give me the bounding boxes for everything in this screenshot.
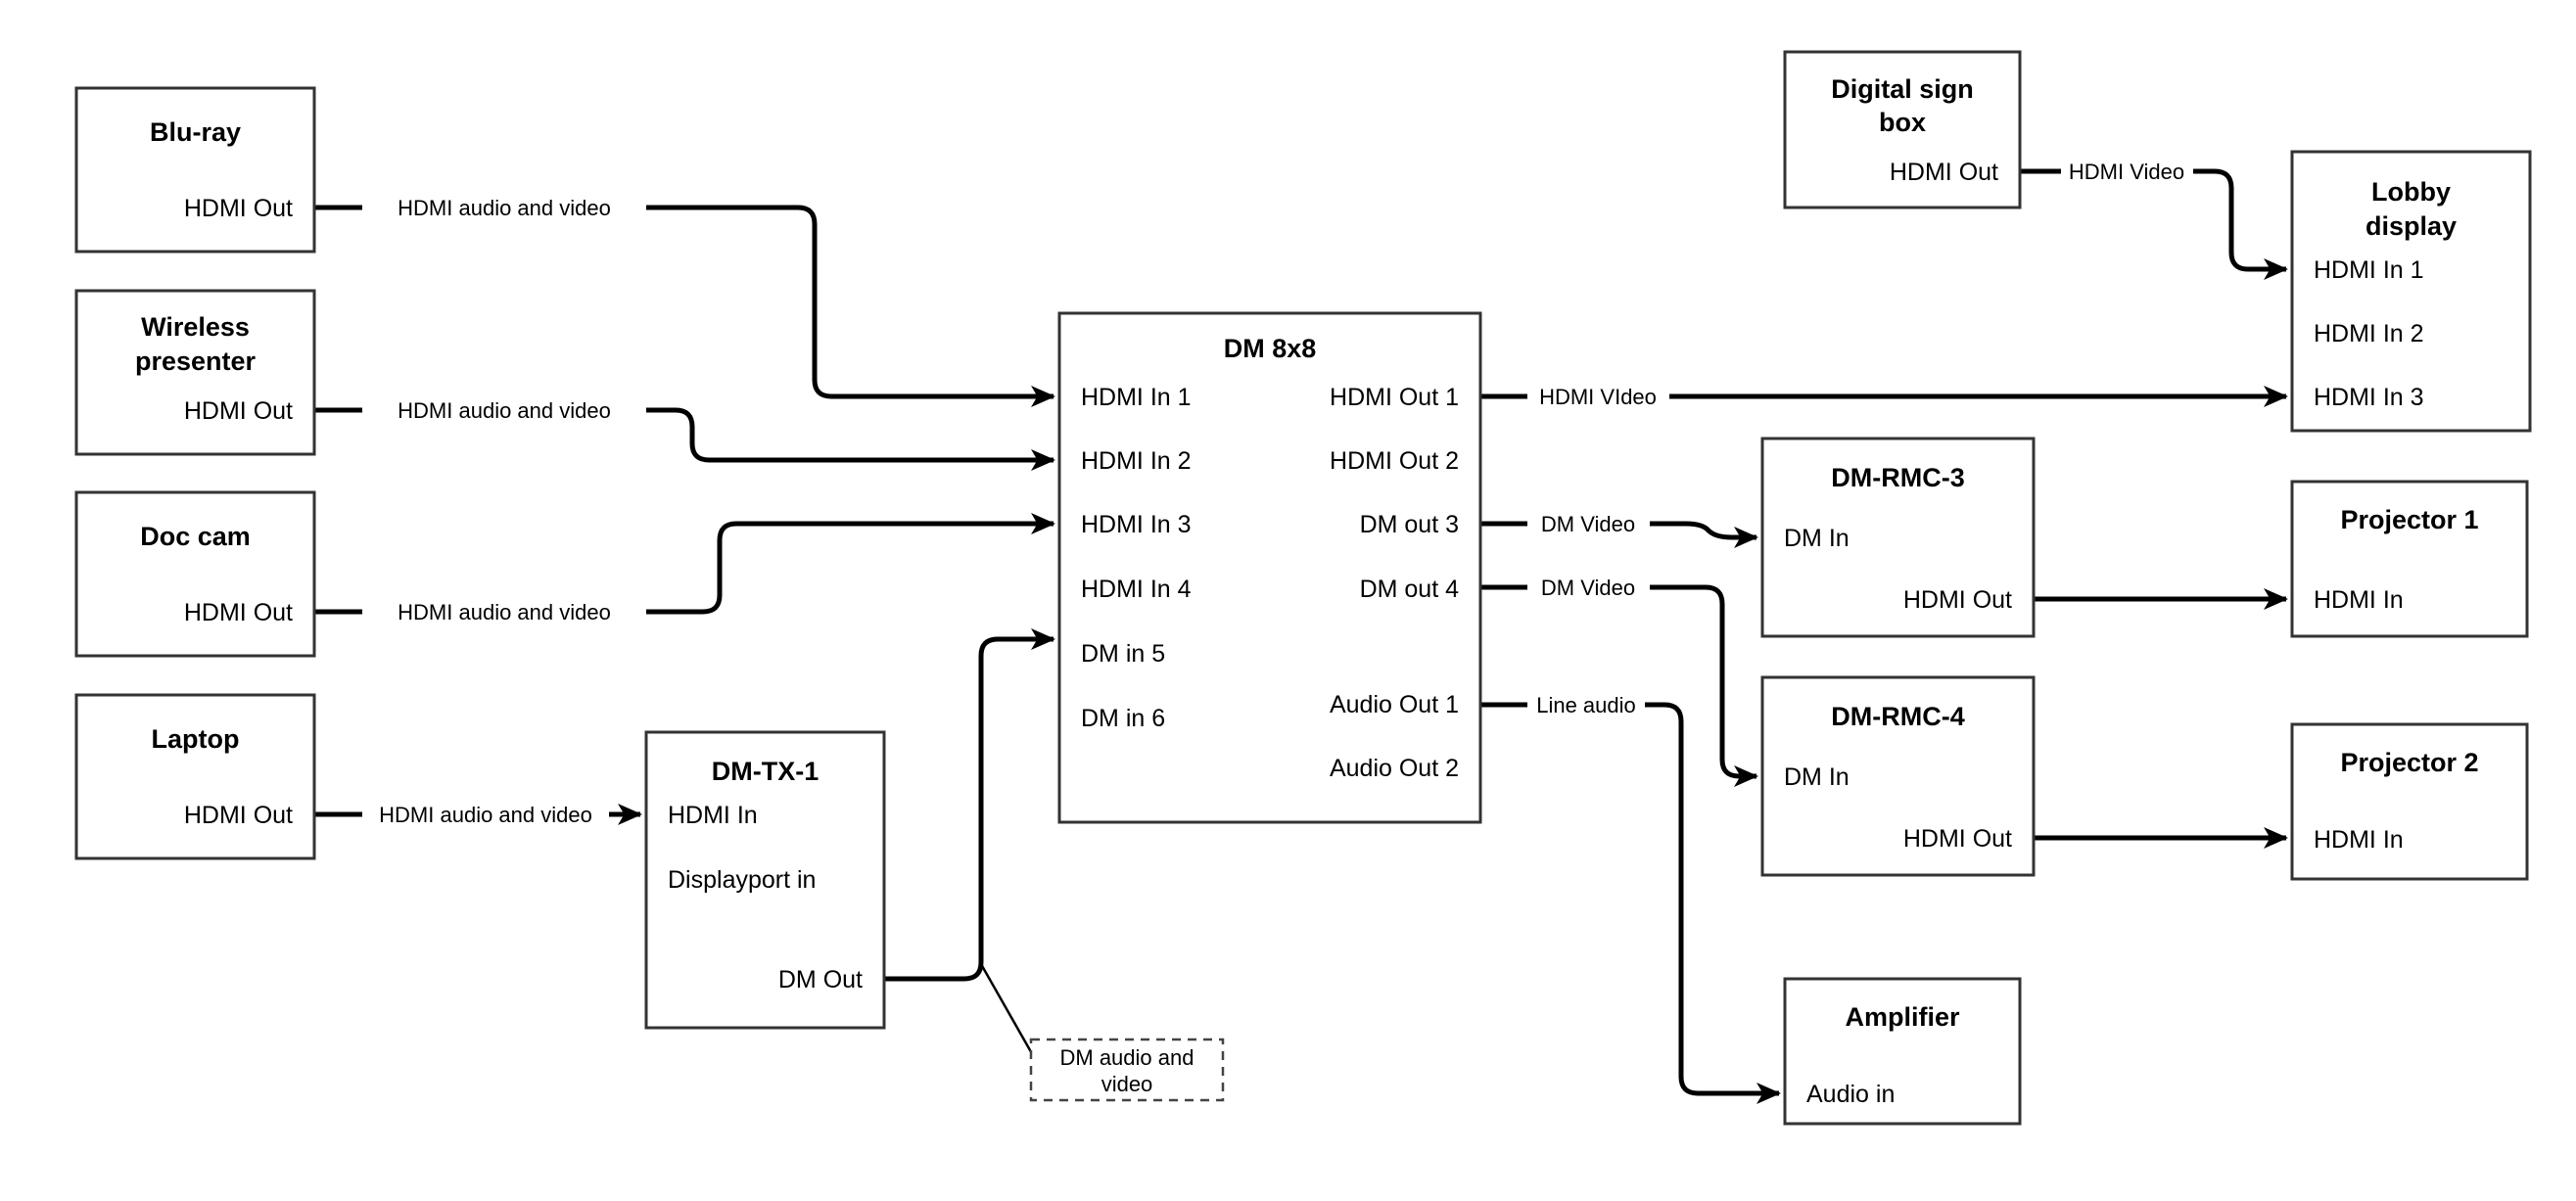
node-dm-tx-1-title: DM-TX-1 [712, 757, 820, 786]
port-dm-rmc-3-dm-in: DM In [1784, 525, 1850, 552]
node-projector-1[interactable]: Projector 1 HDMI In [2290, 480, 2529, 638]
edge-label-wireless: HDMI audio and video [398, 398, 611, 423]
edge-label-doccam: HDMI audio and video [398, 600, 611, 624]
node-wireless-presenter-box[interactable] [74, 289, 316, 456]
node-laptop-title: Laptop [152, 724, 240, 754]
node-projector-2[interactable]: Projector 2 HDMI In [2290, 722, 2529, 881]
edge-label-hdmi-video-sign: HDMI Video [2069, 160, 2184, 184]
port-lobby-display-hdmi-in-2: HDMI In 2 [2314, 320, 2424, 347]
node-projector-1-title: Projector 1 [2340, 505, 2478, 534]
note-dm-audio-and-video-box [1029, 1038, 1225, 1102]
node-lobby-display-title-line2: display [2365, 211, 2457, 241]
link-dm-audio-1-to-amp [1480, 702, 1779, 1093]
port-lobby-display-hdmi-in-3: HDMI In 3 [2314, 384, 2424, 411]
node-dm-tx-1-box[interactable] [644, 730, 886, 1030]
port-dm-8x8-hdmi-out-1: HDMI Out 1 [1330, 384, 1459, 411]
link-sign-to-lobby [2020, 168, 2286, 269]
port-dm-8x8-hdmi-out-2: HDMI Out 2 [1330, 447, 1459, 475]
node-doc-cam-title: Doc cam [140, 522, 251, 551]
port-dm-8x8-hdmi-in-3: HDMI In 3 [1081, 511, 1192, 538]
node-laptop-box[interactable] [74, 693, 316, 860]
connection-layer [314, 168, 2286, 1093]
note-dm-audio-and-video-line1: DM audio and [1060, 1045, 1194, 1070]
node-dm-rmc-4-box[interactable] [1760, 675, 2036, 877]
port-dm-tx-1-dm-out: DM Out [778, 966, 863, 993]
edge-label-bluray: HDMI audio and video [398, 196, 611, 220]
node-projector-1-box[interactable] [2290, 480, 2529, 638]
port-dm-tx-1-displayport-in: Displayport in [668, 866, 816, 894]
port-projector-1-hdmi-in: HDMI In [2314, 586, 2404, 614]
port-dm-rmc-4-hdmi-out: HDMI Out [1903, 825, 2012, 853]
node-doc-cam[interactable]: Doc cam HDMI Out [74, 490, 316, 658]
port-dm-rmc-4-dm-in: DM In [1784, 763, 1850, 791]
port-dm-8x8-dm-out-3: DM out 3 [1360, 511, 1459, 538]
edge-label-hdmi-video-lobby: HDMI VIdeo [1539, 385, 1657, 409]
node-projector-2-box[interactable] [2290, 722, 2529, 881]
port-dm-8x8-dm-in-5: DM in 5 [1081, 640, 1165, 668]
node-digital-sign-box[interactable]: Digital sign box HDMI Out [1783, 50, 2022, 209]
link-dm-out-4-to-rmc4 [1480, 584, 1756, 776]
node-dm-rmc-3-title: DM-RMC-3 [1831, 463, 1964, 492]
port-dm-8x8-hdmi-in-2: HDMI In 2 [1081, 447, 1192, 475]
note-dm-audio-and-video-line2: video [1101, 1072, 1153, 1096]
node-lobby-display-title-line1: Lobby [2371, 177, 2451, 207]
node-wireless-presenter[interactable]: Wireless presenter HDMI Out [74, 289, 316, 456]
edge-label-dm-video-3: DM Video [1541, 512, 1635, 536]
node-laptop[interactable]: Laptop HDMI Out [74, 693, 316, 860]
node-lobby-display-box[interactable] [2290, 150, 2532, 433]
node-dm-8x8-title: DM 8x8 [1224, 334, 1317, 363]
port-dm-8x8-hdmi-in-1: HDMI In 1 [1081, 384, 1192, 411]
note-dm-audio-and-video: DM audio and video [1029, 1038, 1225, 1102]
node-blu-ray-box[interactable] [74, 86, 316, 254]
note-leader-line [979, 963, 1040, 1065]
link-wireless-to-dm-in-2 [314, 407, 1054, 460]
node-digital-sign-box-title-line1: Digital sign [1831, 74, 1974, 104]
node-wireless-presenter-title-line2: presenter [135, 346, 257, 376]
port-lobby-display-hdmi-in-1: HDMI In 1 [2314, 256, 2424, 284]
link-doccam-to-dm-in-3 [314, 524, 1054, 615]
port-digital-sign-box-hdmi-out: HDMI Out [1890, 159, 1998, 186]
link-dm-out-3-to-rmc3 [1480, 524, 1756, 537]
node-blu-ray-title: Blu-ray [150, 117, 241, 147]
node-amplifier-box[interactable] [1783, 977, 2022, 1126]
port-laptop-hdmi-out: HDMI Out [184, 802, 293, 829]
port-dm-8x8-audio-out-1: Audio Out 1 [1330, 691, 1459, 718]
port-amplifier-audio-in: Audio in [1806, 1081, 1895, 1108]
node-amplifier[interactable]: Amplifier Audio in [1783, 977, 2022, 1126]
edge-label-dm-video-4: DM Video [1541, 576, 1635, 600]
node-dm-8x8[interactable]: DM 8x8 HDMI In 1 HDMI In 2 HDMI In 3 HDM… [1057, 311, 1482, 824]
node-amplifier-title: Amplifier [1845, 1002, 1960, 1032]
port-wireless-presenter-hdmi-out: HDMI Out [184, 397, 293, 425]
node-doc-cam-box[interactable] [74, 490, 316, 658]
node-dm-rmc-3-box[interactable] [1760, 437, 2036, 638]
node-lobby-display[interactable]: Lobby display HDMI In 1 HDMI In 2 HDMI I… [2290, 150, 2532, 433]
port-dm-rmc-3-hdmi-out: HDMI Out [1903, 586, 2012, 614]
node-dm-8x8-box[interactable] [1057, 311, 1482, 824]
edge-label-laptop: HDMI audio and video [379, 803, 592, 827]
port-dm-8x8-hdmi-in-4: HDMI In 4 [1081, 576, 1192, 603]
node-digital-sign-box-box[interactable] [1783, 50, 2022, 209]
port-blu-ray-hdmi-out: HDMI Out [184, 195, 293, 222]
node-dm-rmc-3[interactable]: DM-RMC-3 DM In HDMI Out [1760, 437, 2036, 638]
port-dm-tx-1-hdmi-in: HDMI In [668, 802, 758, 829]
edge-label-layer: HDMI audio and video HDMI audio and vide… [379, 160, 2184, 827]
port-dm-8x8-dm-in-6: DM in 6 [1081, 705, 1165, 732]
port-projector-2-hdmi-in: HDMI In [2314, 826, 2404, 854]
edge-label-line-audio: Line audio [1536, 693, 1636, 717]
port-dm-8x8-dm-out-4: DM out 4 [1360, 576, 1460, 603]
node-digital-sign-box-title-line2: box [1879, 108, 1926, 137]
port-doc-cam-hdmi-out: HDMI Out [184, 599, 293, 626]
node-dm-tx-1[interactable]: DM-TX-1 HDMI In Displayport in DM Out [644, 730, 886, 1030]
node-wireless-presenter-title-line1: Wireless [141, 312, 250, 342]
node-blu-ray[interactable]: Blu-ray HDMI Out [74, 86, 316, 254]
node-dm-rmc-4-title: DM-RMC-4 [1831, 702, 1964, 731]
link-dmtx-to-dm-in-5 [884, 628, 1056, 982]
node-dm-rmc-4[interactable]: DM-RMC-4 DM In HDMI Out [1760, 675, 2036, 877]
port-dm-8x8-audio-out-2: Audio Out 2 [1330, 755, 1459, 782]
node-projector-2-title: Projector 2 [2340, 748, 2478, 777]
link-bluray-to-dm-in-1 [314, 205, 1054, 396]
